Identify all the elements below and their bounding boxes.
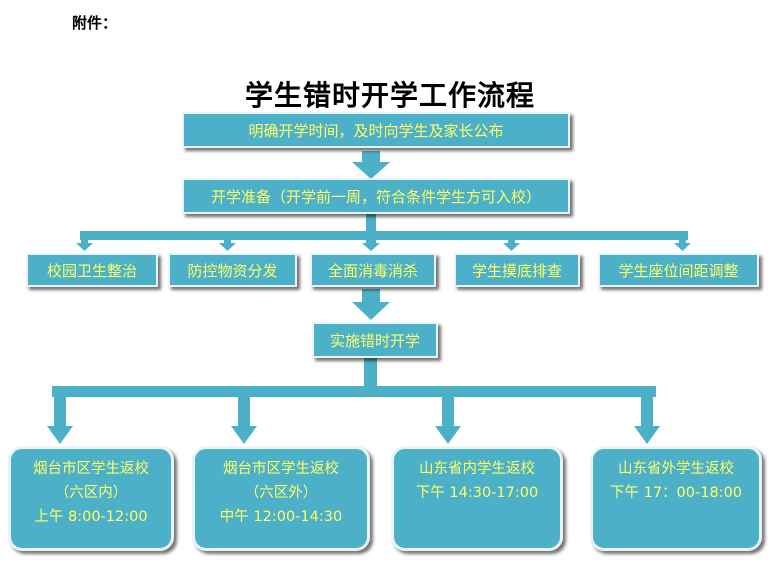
connector-step2-down xyxy=(366,213,376,233)
group-1-line-3: 上午 8:00-12:00 xyxy=(34,509,148,525)
step-preparation: 开学准备（开学前一周，符合条件学生方可入校） xyxy=(182,178,570,214)
task-student-survey: 学生摸底排查 xyxy=(454,253,580,287)
arrow-prep-to-step3 xyxy=(352,289,390,320)
group-3-line-1: 山东省内学生返校 xyxy=(419,461,535,477)
group-2-line-2: （六区外） xyxy=(244,485,318,501)
arrow-to-group-2 xyxy=(231,426,257,444)
page-title: 学生错时开学工作流程 xyxy=(244,79,535,112)
group-4-line-2: 下午 17：00-18:00 xyxy=(609,485,743,501)
arrow-to-prep-1 xyxy=(76,243,93,251)
group-1-line-2: （六区内） xyxy=(54,485,128,501)
group-yantai-outer: 烟台市区学生返校 （六区外） 中午 12:00-14:30 xyxy=(192,446,370,551)
attachment-label: 附件： xyxy=(72,14,118,32)
task-campus-cleaning: 校园卫生整治 xyxy=(26,253,158,287)
connector-groups-bus xyxy=(52,386,656,397)
arrow-to-group-1 xyxy=(47,426,73,444)
group-yantai-inner: 烟台市区学生返校 （六区内） 上午 8:00-12:00 xyxy=(8,446,174,551)
arrow-step1-to-step2 xyxy=(352,151,390,179)
group-1-line-1: 烟台市区学生返校 xyxy=(33,461,149,477)
task-seat-spacing: 学生座位间距调整 xyxy=(598,253,759,287)
step-publish-schedule: 明确开学时间，及时向学生及家长公布 xyxy=(182,112,570,148)
task-disinfection: 全面消毒消杀 xyxy=(310,253,436,287)
arrow-to-group-4 xyxy=(634,426,660,444)
group-3-line-2: 下午 14:30-17:00 xyxy=(415,485,539,501)
step-staggered-start: 实施错时开学 xyxy=(312,322,438,358)
group-shandong-outside: 山东省外学生返校 下午 17：00-18:00 xyxy=(590,446,762,551)
arrow-to-group-3 xyxy=(435,426,461,444)
task-supplies-distribution: 防控物资分发 xyxy=(168,253,297,287)
group-shandong-inside: 山东省内学生返校 下午 14:30-17:00 xyxy=(391,446,563,551)
group-2-line-3: 中午 12:00-14:30 xyxy=(219,509,343,525)
arrow-to-prep-3 xyxy=(362,243,380,251)
group-2-line-1: 烟台市区学生返校 xyxy=(223,461,339,477)
group-4-line-1: 山东省外学生返校 xyxy=(618,461,734,477)
arrow-to-prep-4 xyxy=(503,243,520,251)
arrow-to-prep-2 xyxy=(219,243,236,251)
arrow-to-prep-5 xyxy=(674,243,691,251)
connector-step3-down xyxy=(364,356,377,390)
connector-prep-bus xyxy=(80,231,688,240)
